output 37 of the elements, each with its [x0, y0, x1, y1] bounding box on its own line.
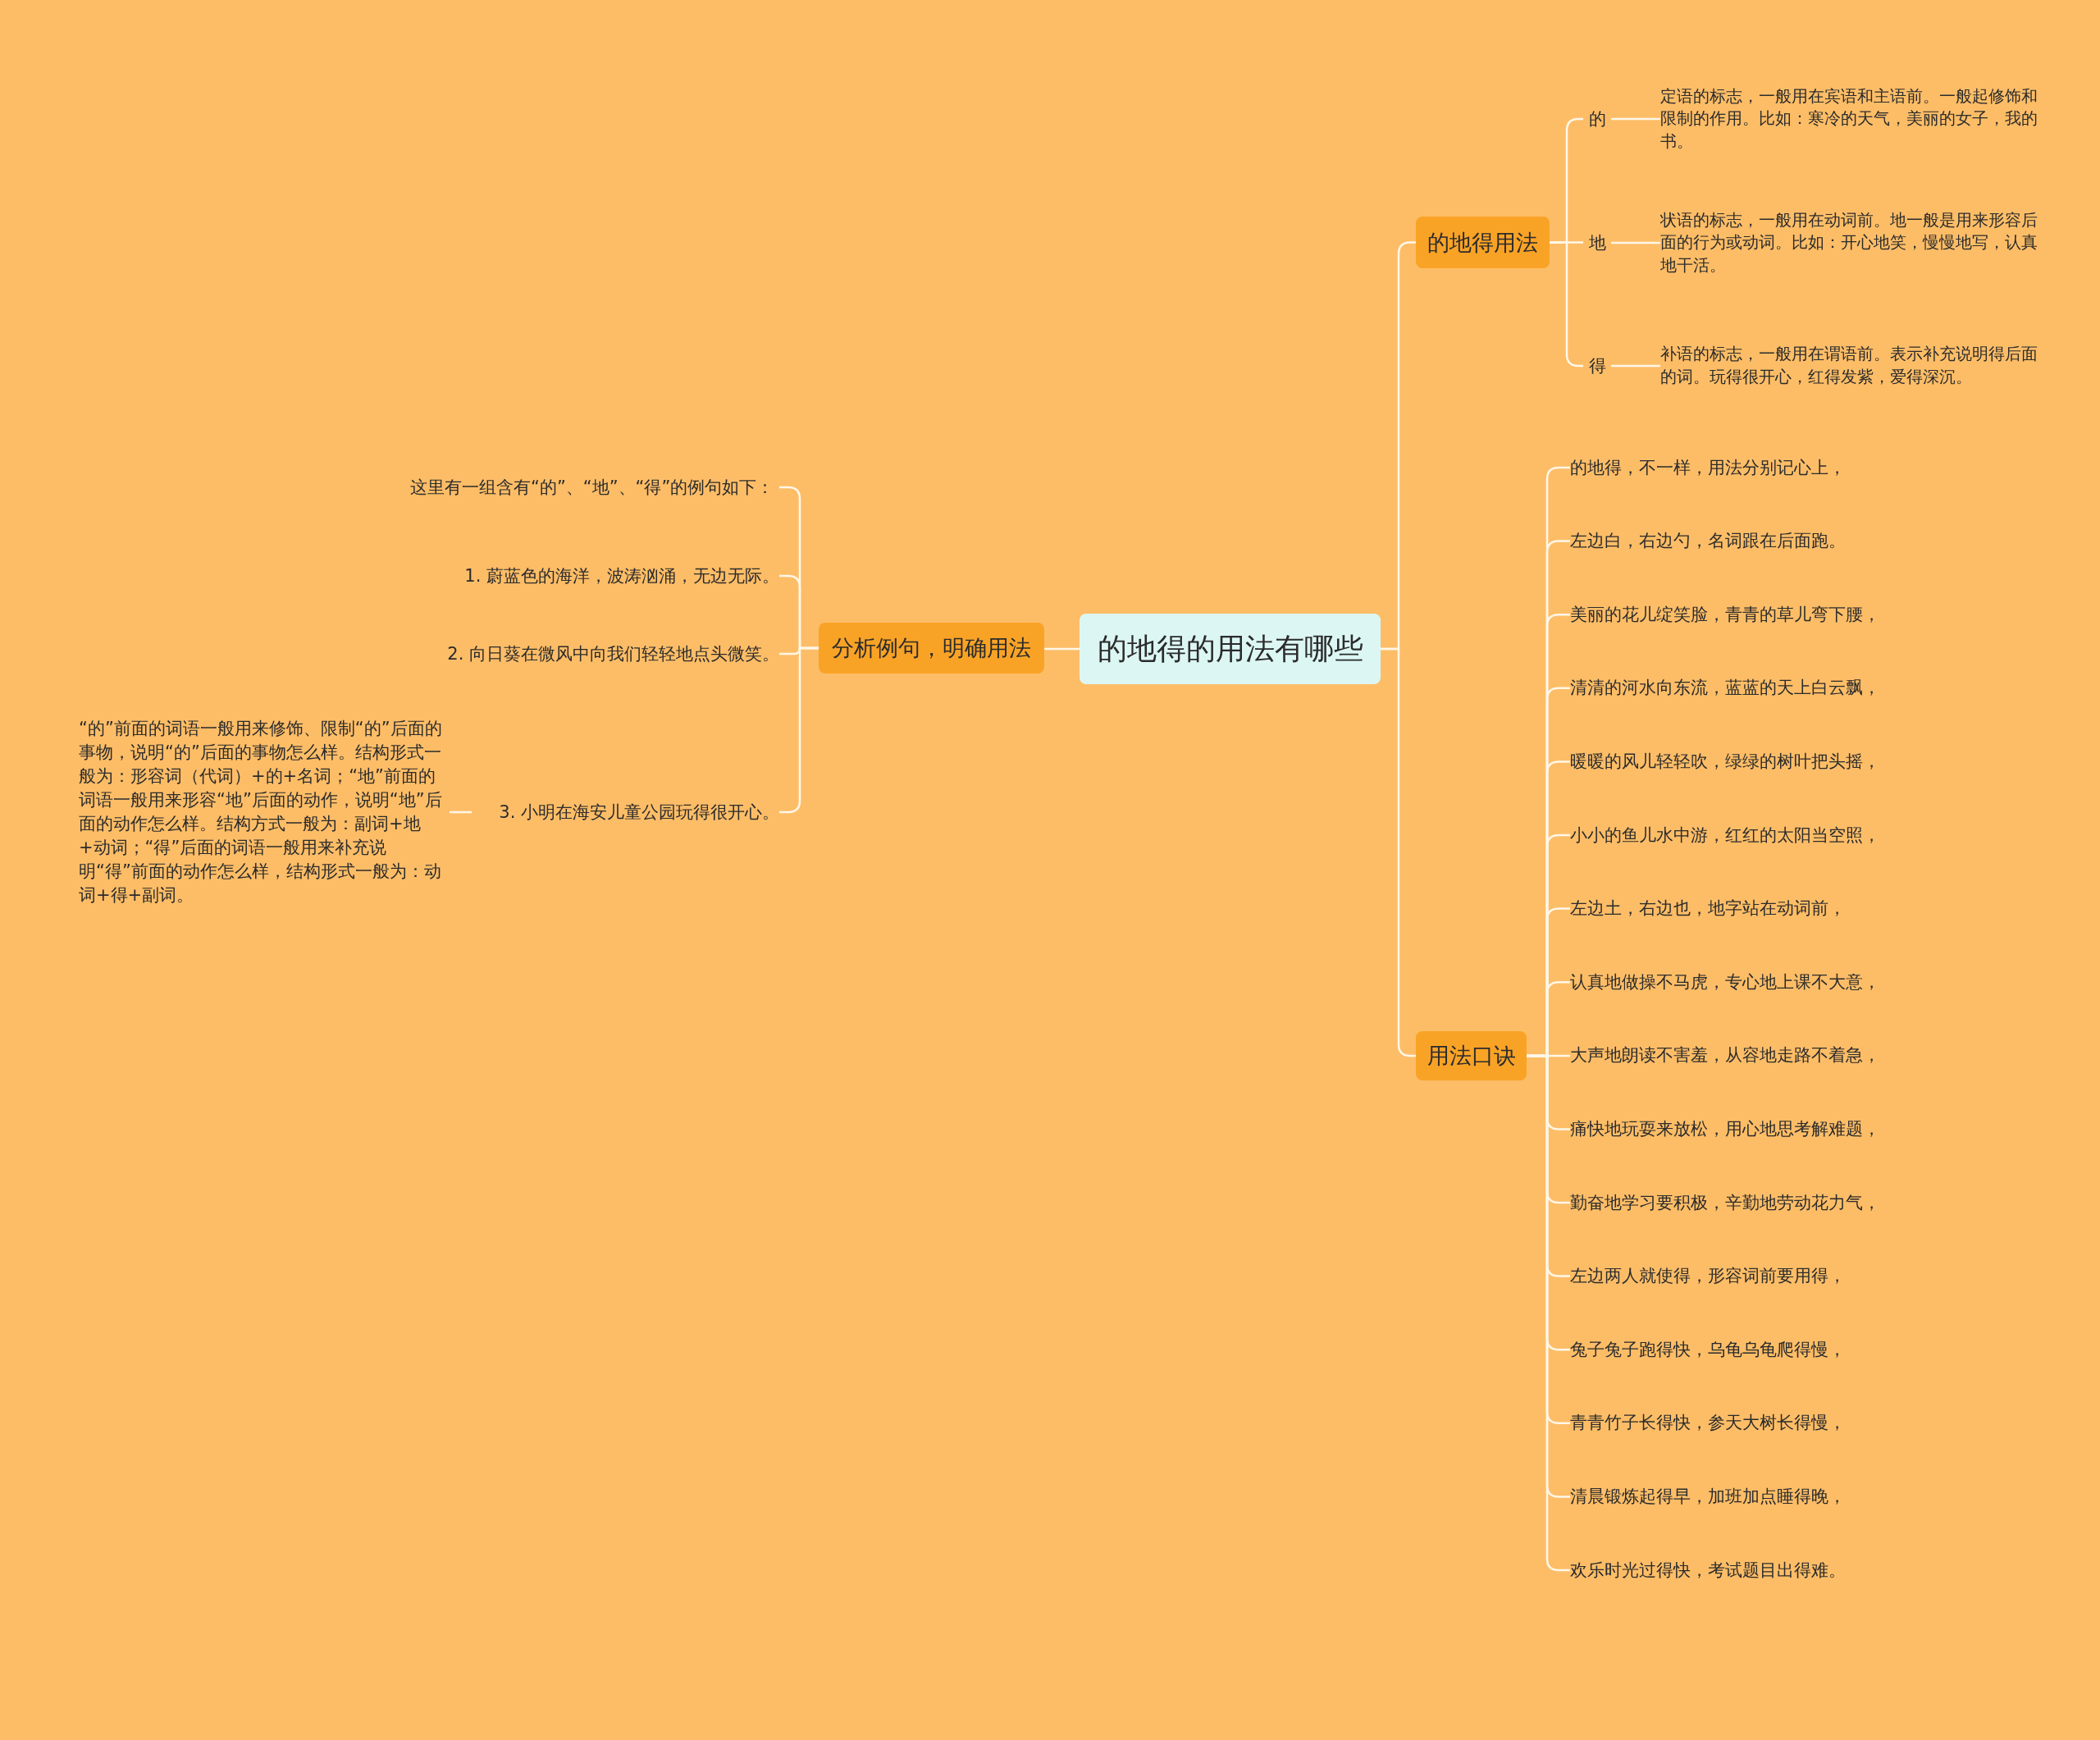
- topic-text: 3. 小明在海安儿童公园玩得很开心。: [472, 796, 779, 829]
- topic-text: 得: [1583, 352, 1611, 380]
- topic-text: 兔子兔子跑得快，乌龟乌龟爬得慢，: [1570, 1333, 2029, 1367]
- topic-text: 左边白，右边勺，名词跟在后面跑。: [1570, 524, 2029, 558]
- topic-text: 左边土，右边也，地字站在动词前，: [1570, 892, 2029, 925]
- topic-text: 小小的鱼儿水中游，红红的太阳当空照，: [1570, 819, 2029, 852]
- connector-line: [450, 811, 472, 814]
- topic-text: 勤奋地学习要积极，辛勤地劳动花力气，: [1570, 1186, 2029, 1219]
- topic-text: 状语的标志，一般用在动词前。地一般是用来形容后面的行为或动词。比如：开心地笑，慢慢地写，认真地干活。: [1660, 206, 2038, 280]
- topic-text: 1. 蔚蓝色的海洋，波涛汹涌，无边无际。: [410, 559, 779, 592]
- connector-line: [1044, 647, 1080, 651]
- topic-text: 这里有一组含有“的”、“地”、“得”的例句如下：: [410, 463, 779, 512]
- connector-line: [1550, 241, 1583, 368]
- topic-text: 大声地朗读不害羞，从容地走路不着急，: [1570, 1039, 2029, 1072]
- topic-text: 欢乐时光过得快，考试题目出得难。: [1570, 1554, 2029, 1587]
- central-topic: 的地得的用法有哪些: [1080, 614, 1381, 684]
- branch-topic: 分析例句，明确用法: [819, 623, 1044, 674]
- topic-text: 的: [1583, 105, 1611, 133]
- topic-text: 的地得，不一样，用法分别记心上，: [1570, 451, 2029, 484]
- branch-topic: 用法口诀: [1416, 1031, 1527, 1080]
- topic-text: 左边两人就使得，形容词前要用得，: [1570, 1259, 2029, 1293]
- topic-text: 定语的标志，一般用在宾语和主语前。一般起修饰和限制的作用。比如：寒冷的天气，美丽的女子，我的书。: [1660, 82, 2038, 156]
- branch-topic: 的地得用法: [1416, 217, 1550, 268]
- topic-text: 痛快地玩耍来放松，用心地思考解难题，: [1570, 1112, 2029, 1146]
- connector-line: [1611, 364, 1660, 368]
- topic-text: 补语的标志，一般用在谓语前。表示补充说明得后面的词。玩得很开心，红得发紫，爱得深沉。: [1660, 329, 2038, 403]
- topic-text: 2. 向日葵在微风中向我们轻轻地点头微笑。: [410, 637, 779, 670]
- topic-text: 清晨锻炼起得早，加班加点睡得晚，: [1570, 1480, 2029, 1514]
- topic-text: 地: [1583, 229, 1611, 257]
- connector-line: [1611, 241, 1660, 244]
- topic-text: 暖暖的风儿轻轻吹，绿绿的树叶把头摇，: [1570, 745, 2029, 779]
- topic-text: 美丽的花儿绽笑脸，青青的草儿弯下腰，: [1570, 598, 2029, 632]
- topic-text: 青青竹子长得快，参天大树长得慢，: [1570, 1406, 2029, 1440]
- topic-text: “的”前面的词语一般用来修饰、限制“的”后面的事物，说明“的”后面的事物怎么样。结构形式一般为：形容词（代词）+的+名词；“地”前面的词语一般用来形容“地”后面的动作，说明“地”后面的动作怎么样。结构方式一般为：副词+地+动词；“得”后面的词语一般用来补充说明“得”前面的动作怎么样，结构形式一般为：动词+得+副词。: [79, 715, 450, 909]
- connector-line: [1611, 117, 1660, 121]
- topic-text: 清清的河水向东流，蓝蓝的天上白云飘，: [1570, 671, 2029, 705]
- topic-text: 认真地做操不马虎，专心地上课不大意，: [1570, 966, 2029, 999]
